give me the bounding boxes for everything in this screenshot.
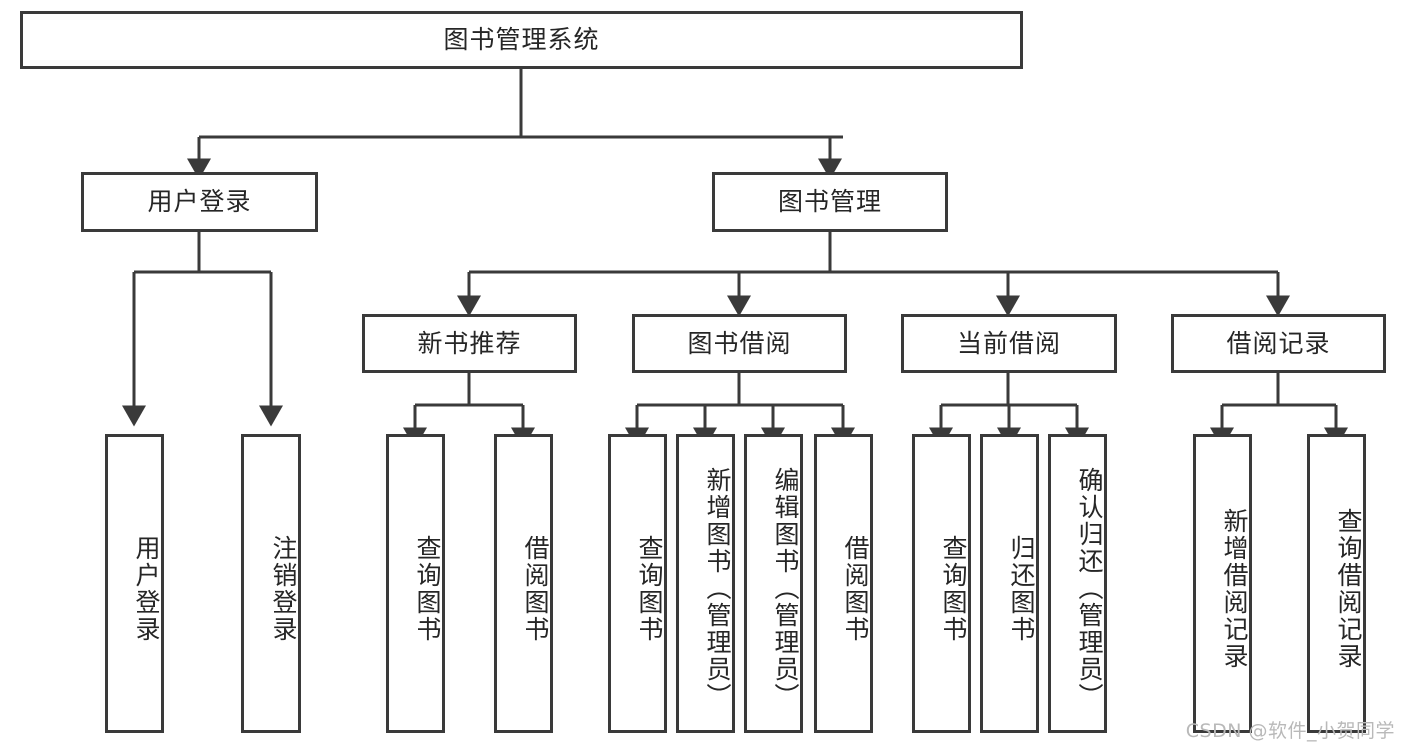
node-label: 用户登录 (147, 187, 252, 217)
node-borrow-records[interactable]: 借阅记录 (1171, 314, 1386, 373)
node-label: 查询图书 (413, 534, 442, 643)
node-label: 借阅记录 (1226, 328, 1331, 358)
node-label: 注销登录 (269, 534, 298, 643)
node-label: 用户登录 (132, 534, 161, 643)
leaf-newbook-borrow-book[interactable]: 借阅图书 (494, 434, 553, 733)
leaf-newbook-query-book[interactable]: 查询图书 (386, 434, 445, 733)
leaf-records-add-record[interactable]: 新增借阅记录 (1193, 434, 1252, 733)
node-label: 借阅图书 (841, 534, 870, 643)
node-label: 图书借阅 (687, 328, 792, 358)
leaf-user-login-signin[interactable]: 用户登录 (105, 434, 164, 733)
node-label: 新增图书（管理员） (703, 467, 732, 710)
leaf-borrow-edit-book-admin[interactable]: 编辑图书（管理员） (744, 434, 803, 733)
node-label: 图书管理 (777, 187, 882, 217)
node-label: 查询图书 (939, 534, 968, 643)
node-current-borrow[interactable]: 当前借阅 (901, 314, 1117, 373)
node-label: 借阅图书 (521, 534, 550, 643)
node-label: 查询借阅记录 (1334, 507, 1363, 670)
node-label: 当前借阅 (956, 328, 1061, 358)
node-new-book-recommend[interactable]: 新书推荐 (362, 314, 577, 373)
node-root-book-management-system[interactable]: 图书管理系统 (20, 11, 1023, 69)
node-label: 图书管理系统 (443, 25, 600, 55)
node-label: 归还图书 (1007, 534, 1036, 643)
leaf-borrow-add-book-admin[interactable]: 新增图书（管理员） (676, 434, 735, 733)
leaf-borrow-query-book[interactable]: 查询图书 (608, 434, 667, 733)
leaf-current-return-book[interactable]: 归还图书 (980, 434, 1039, 733)
node-label: 确认归还（管理员） (1075, 467, 1104, 710)
leaf-user-login-signout[interactable]: 注销登录 (241, 434, 301, 733)
leaf-records-query-record[interactable]: 查询借阅记录 (1307, 434, 1366, 733)
node-user-login[interactable]: 用户登录 (81, 172, 318, 232)
node-label: 新增借阅记录 (1220, 507, 1249, 670)
leaf-current-confirm-return-admin[interactable]: 确认归还（管理员） (1048, 434, 1107, 733)
csdn-watermark: CSDN @软件_小贺同学 (1185, 720, 1395, 742)
leaf-borrow-borrow-book[interactable]: 借阅图书 (814, 434, 873, 733)
node-label: 编辑图书（管理员） (771, 467, 800, 710)
leaf-current-query-book[interactable]: 查询图书 (912, 434, 971, 733)
node-label: 查询图书 (635, 534, 664, 643)
node-book-management[interactable]: 图书管理 (712, 172, 948, 232)
node-label: 新书推荐 (417, 328, 522, 358)
node-book-borrow[interactable]: 图书借阅 (632, 314, 847, 373)
